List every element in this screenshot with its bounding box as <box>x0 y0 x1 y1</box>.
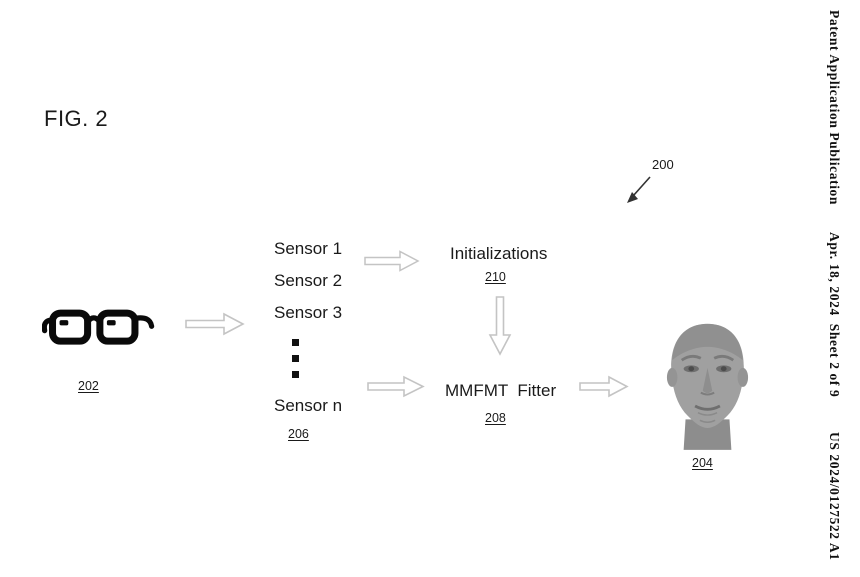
vertical-ellipsis-icon <box>292 339 299 378</box>
system-ref-label: 200 <box>652 157 674 172</box>
fitter-ref-label: 208 <box>485 411 506 425</box>
sensor-item: Sensor 3 <box>274 303 343 322</box>
glasses-ref-label: 202 <box>78 379 99 393</box>
fitter-label: MMFMT Fitter <box>445 381 557 400</box>
smart-glasses-icon <box>42 296 156 360</box>
patent-header-date-sheet: Apr. 18, 2024 Sheet 2 of 9 <box>827 232 842 398</box>
patent-header-publication: Patent Application Publication <box>827 10 842 206</box>
system-ref-arrow-icon <box>622 173 654 207</box>
initializations-label: Initializations <box>450 244 548 263</box>
sensor-item: Sensor 2 <box>274 271 343 290</box>
flow-arrow-initializations-to-fitter <box>487 295 513 357</box>
sensor-list: Sensor 1 Sensor 2 Sensor 3 <box>274 233 342 329</box>
flow-arrow-fitter-to-head <box>578 374 630 399</box>
head-ref-label: 204 <box>692 456 713 470</box>
initializations-ref-label: 210 <box>485 270 506 284</box>
patent-header-number: US 2024/0127522 A1 <box>827 432 842 561</box>
sensors-ref-label: 206 <box>288 427 309 441</box>
sensor-n-label: Sensor n <box>274 396 343 415</box>
figure-label: FIG. 2 <box>44 106 109 131</box>
face-model-icon <box>655 318 760 452</box>
flow-arrow-sensorn-to-fitter <box>366 374 426 399</box>
sensor-item: Sensor 1 <box>274 239 343 258</box>
flow-arrow-glasses-to-sensors <box>184 311 246 337</box>
flow-arrow-sensors-to-initializations <box>363 249 421 273</box>
